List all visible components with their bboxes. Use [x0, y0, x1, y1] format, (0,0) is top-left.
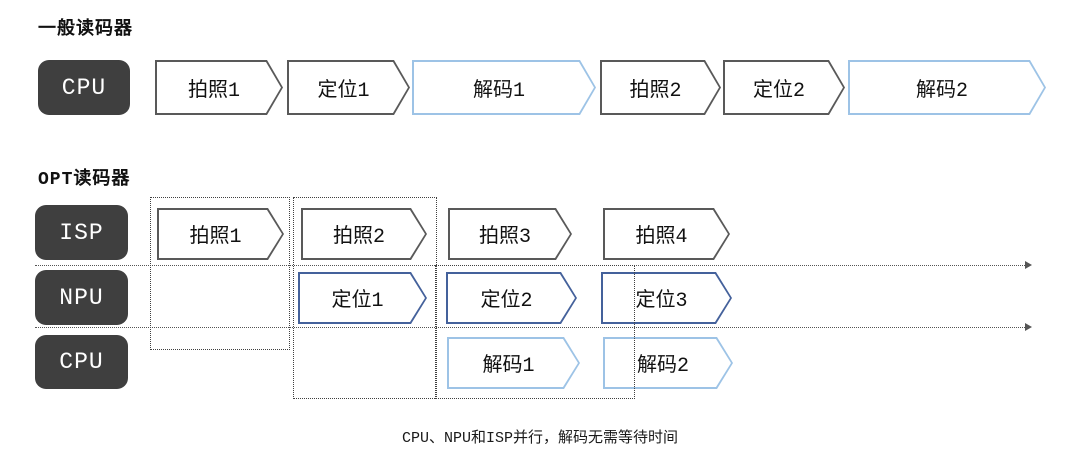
step-label: 拍照2: [332, 226, 385, 249]
step-arrow: 定位2: [446, 272, 577, 324]
bottom-caption: CPU、NPU和ISP并行，解码无需等待时间: [401, 430, 678, 447]
step-label: 定位3: [635, 290, 688, 313]
step-label: 拍照2: [629, 79, 682, 103]
lane-chip-cpu: CPU: [35, 335, 128, 389]
timeline-arrowhead-icon: [1025, 261, 1032, 269]
arrow-fill: [603, 274, 730, 322]
step-arrow: 解码2: [603, 337, 733, 389]
arrow-fill: [449, 339, 578, 387]
step-label: 定位1: [331, 290, 384, 313]
step-label: 定位2: [480, 290, 533, 313]
arrow-fill: [159, 210, 282, 258]
step-arrow: 定位1: [287, 60, 410, 115]
step-label: 拍照1: [189, 226, 242, 249]
arrow-fill: [450, 210, 570, 258]
arrow-fill: [414, 62, 594, 113]
arrow-fill: [605, 210, 728, 258]
step-arrow: 定位2: [723, 60, 845, 115]
arrow-fill: [303, 210, 425, 258]
general-cpu-chip: CPU: [38, 60, 130, 115]
step-arrow: 拍照3: [448, 208, 572, 260]
step-label: 拍照4: [635, 226, 688, 249]
step-label: 定位2: [752, 79, 805, 103]
step-arrow: 拍照1: [157, 208, 284, 260]
step-arrow: 拍照2: [600, 60, 721, 115]
arrow-fill: [850, 62, 1044, 113]
group-box-frame1: [150, 197, 290, 350]
arrow-fill: [605, 339, 731, 387]
arrow-fill: [448, 274, 575, 322]
lane-chip-isp: ISP: [35, 205, 128, 260]
step-label: 定位1: [317, 79, 370, 103]
step-label: 拍照1: [187, 79, 240, 103]
step-arrow: 定位3: [601, 272, 732, 324]
step-label: 解码1: [482, 355, 535, 378]
step-arrow: 拍照1: [155, 60, 283, 115]
arrow-fill: [725, 62, 843, 113]
opt-reader-title: OPT读码器: [38, 170, 131, 190]
step-arrow: 定位1: [298, 272, 427, 324]
step-label: 拍照3: [478, 226, 531, 249]
group-box-frame3: [435, 265, 635, 399]
timeline-arrowhead-icon: [1025, 323, 1032, 331]
arrow-fill: [157, 62, 281, 113]
step-label: 解码2: [636, 355, 689, 378]
step-arrow: 拍照2: [301, 208, 427, 260]
step-label: 解码1: [472, 79, 525, 103]
npu-cpu-timeline: [35, 323, 1032, 331]
lane-chip-npu: NPU: [35, 270, 128, 325]
step-arrow: 解码2: [848, 60, 1046, 115]
step-label: 解码2: [915, 79, 968, 103]
step-arrow: 解码1: [447, 337, 580, 389]
step-arrow: 拍照4: [603, 208, 730, 260]
general-reader-title: 一般读码器: [38, 20, 133, 40]
arrow-fill: [289, 62, 408, 113]
step-arrow: 解码1: [412, 60, 596, 115]
group-box-frame2: [293, 197, 437, 399]
arrow-fill: [300, 274, 425, 322]
arrow-fill: [602, 62, 719, 113]
